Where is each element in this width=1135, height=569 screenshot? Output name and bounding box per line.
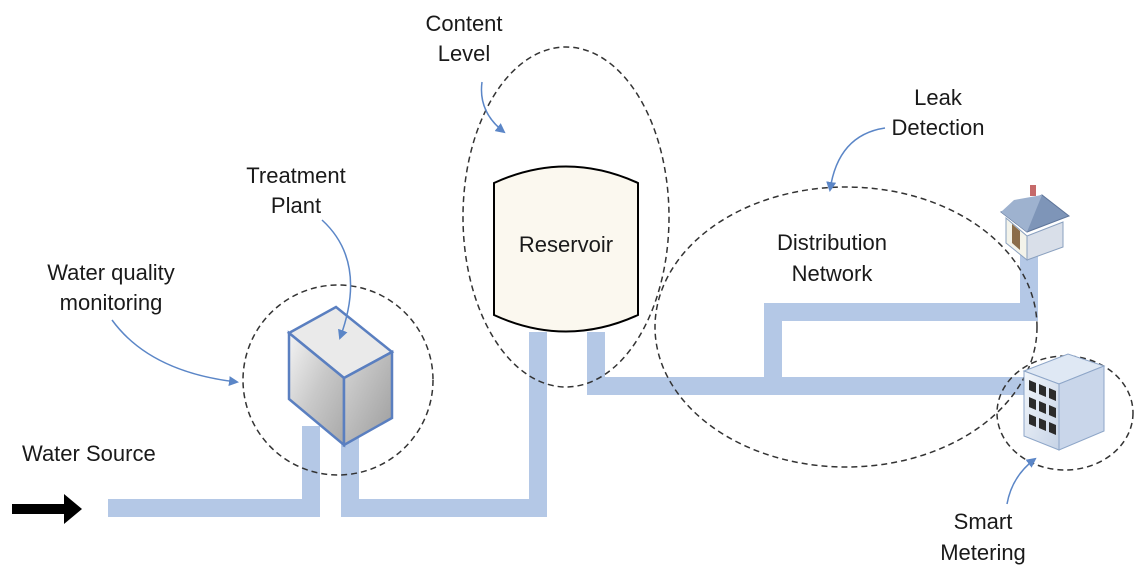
water-quality-label-line2: monitoring	[60, 290, 163, 315]
pipe-source-inlet	[108, 499, 320, 517]
leak-detection-label-line2: Detection	[892, 115, 985, 140]
pipe-plant-right-riser	[341, 426, 359, 517]
pipe-branch-riser	[764, 303, 782, 395]
pipe-plant-left-riser	[302, 426, 320, 517]
distribution-network-label-line1: Distribution	[777, 230, 887, 255]
annotation-arrows	[111, 81, 1037, 505]
treatment-zone-circle	[242, 284, 434, 476]
leak-detection-pointer	[826, 127, 886, 192]
pipes	[108, 255, 1038, 517]
smart-metering-pointer	[1006, 457, 1037, 505]
content-level-label-line2: Level	[438, 41, 491, 66]
reservoir-zone-ellipse	[462, 46, 670, 388]
house-icon	[1000, 185, 1071, 262]
leak-detection-label-line1: Leak	[914, 85, 963, 110]
water-source-label: Water Source	[22, 441, 156, 466]
right-arrow-icon	[12, 494, 82, 524]
pipe-main-distribution	[587, 377, 1025, 395]
reservoir-label: Reservoir	[519, 232, 613, 257]
content-level-pointer	[480, 81, 506, 134]
distribution-network-label-line2: Network	[792, 261, 874, 286]
pipe-branch-to-house	[764, 303, 1038, 321]
pipe-reservoir-inlet-riser	[529, 332, 547, 517]
treatment-plant-pointer	[321, 219, 352, 340]
water-quality-label-line1: Water quality	[47, 260, 175, 285]
distribution-zone-ellipse	[654, 186, 1038, 468]
pipe-plant-to-reservoir	[341, 499, 547, 517]
treatment-plant-icon	[286, 305, 395, 448]
treatment-plant-label-line2: Plant	[271, 193, 321, 218]
building-icon	[1022, 353, 1106, 451]
content-level-label-line1: Content	[425, 11, 502, 36]
reservoir-tank-icon	[493, 165, 639, 333]
water-quality-pointer	[111, 319, 239, 387]
smart-metering-label-line2: Metering	[940, 540, 1026, 565]
treatment-plant-label-line1: Treatment	[246, 163, 345, 188]
smart-metering-label-line1: Smart	[954, 509, 1013, 534]
